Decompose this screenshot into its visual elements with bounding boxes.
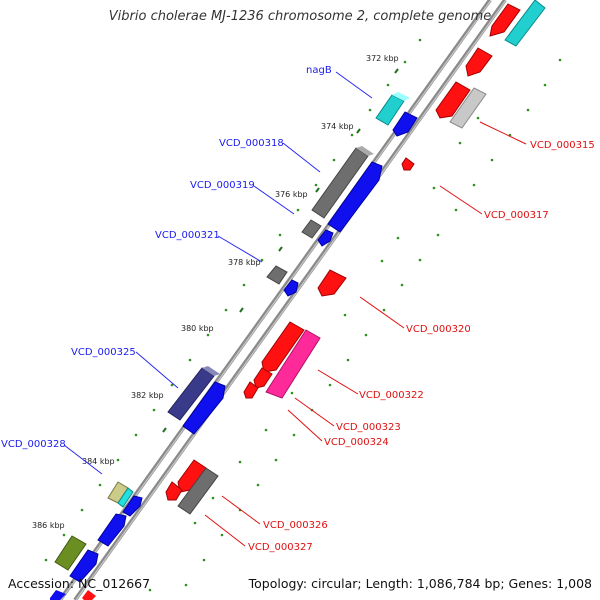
gene-blue-near-nagB[interactable] [392,111,418,137]
dot-track-outer-forward [44,38,422,562]
tick-label: 384 kbp [82,457,115,466]
gene-top-cyan[interactable] [504,0,546,47]
gene-blue-bottom-2[interactable] [50,590,66,600]
gene-red-bottom[interactable] [82,590,96,600]
gene-VCD_000322[interactable] [261,321,321,399]
forward-genes [50,92,418,600]
tick-label: 372 kbp [366,54,399,63]
gene-label-forward[interactable]: VCD_000328 [1,439,66,450]
gene-label-reverse[interactable]: VCD_000317 [484,210,549,221]
gene-label-reverse[interactable]: VCD_000324 [324,437,389,448]
gene-VCD_000321[interactable] [266,265,288,285]
gene-VCD_000320[interactable] [317,269,347,297]
gene-VCD_000319[interactable] [301,219,322,239]
reverse-gene-labels: VCD_000315 VCD_000317 VCD_000320 VCD_000… [248,140,595,553]
map-title: Vibrio cholerae MJ-1236 chromosome 2, co… [108,9,492,24]
gene-VCD_000325[interactable] [167,366,220,421]
gene-top-red[interactable] [489,3,521,37]
gene-label-forward[interactable]: VCD_000325 [71,347,136,358]
gene-blue-bottom[interactable] [69,549,99,583]
gene-label-forward[interactable]: VCD_000321 [155,230,220,241]
tick-label: 380 kbp [181,324,214,333]
gene-VCD_000324[interactable] [243,381,259,399]
dot-track-inner [148,116,480,592]
accession-text: Accession: NC_012667 [8,576,151,591]
genome-summary-text: Topology: circular; Length: 1,086,784 bp… [248,576,592,591]
gene-VCD_000318[interactable] [311,146,374,219]
tick-label: 386 kbp [32,521,65,530]
gene-label-forward[interactable]: nagB [306,65,332,76]
tick-label: 378 kbp [228,258,261,267]
gene-blue-long-1[interactable] [327,161,383,233]
gene-label-reverse[interactable]: VCD_000323 [336,422,401,433]
gene-label-reverse[interactable]: VCD_000327 [248,542,313,553]
gene-label-reverse[interactable]: VCD_000322 [359,390,424,401]
gene-blue-small-1[interactable] [317,229,334,247]
gene-label-reverse[interactable]: VCD_000326 [263,520,328,531]
scale-ticks: 372 kbp 374 kbp 376 kbp 378 kbp 380 kbp … [32,54,399,530]
gene-VCD_000327[interactable] [177,467,219,515]
tick-label: 382 kbp [131,391,164,400]
forward-gene-labels: nagB VCD_000318 VCD_000319 VCD_000321 VC… [1,65,332,450]
gene-label-forward[interactable]: VCD_000318 [219,138,284,149]
gene-nagB[interactable] [375,92,410,126]
gene-blue-medium[interactable] [97,513,127,547]
gene-red-2[interactable] [465,47,493,77]
gene-blue-small-3[interactable] [122,495,143,517]
gene-blue-small-2[interactable] [283,279,299,297]
gene-VCD_000315[interactable] [435,81,487,129]
gene-olive[interactable] [54,535,87,571]
gene-VCD_000328[interactable] [107,481,134,508]
tick-label: 374 kbp [321,122,354,131]
gene-VCD_000317[interactable] [401,157,415,171]
leader-lines-reverse [204,121,527,547]
leader-lines-forward [63,71,373,475]
gene-label-reverse[interactable]: VCD_000315 [530,140,595,151]
gene-label-reverse[interactable]: VCD_000320 [406,324,471,335]
reverse-genes [82,0,546,600]
tick-label: 376 kbp [275,190,308,199]
gene-blue-long-2[interactable] [182,381,226,435]
gene-label-forward[interactable]: VCD_000319 [190,180,255,191]
gene-VCD_000326[interactable] [165,459,207,501]
